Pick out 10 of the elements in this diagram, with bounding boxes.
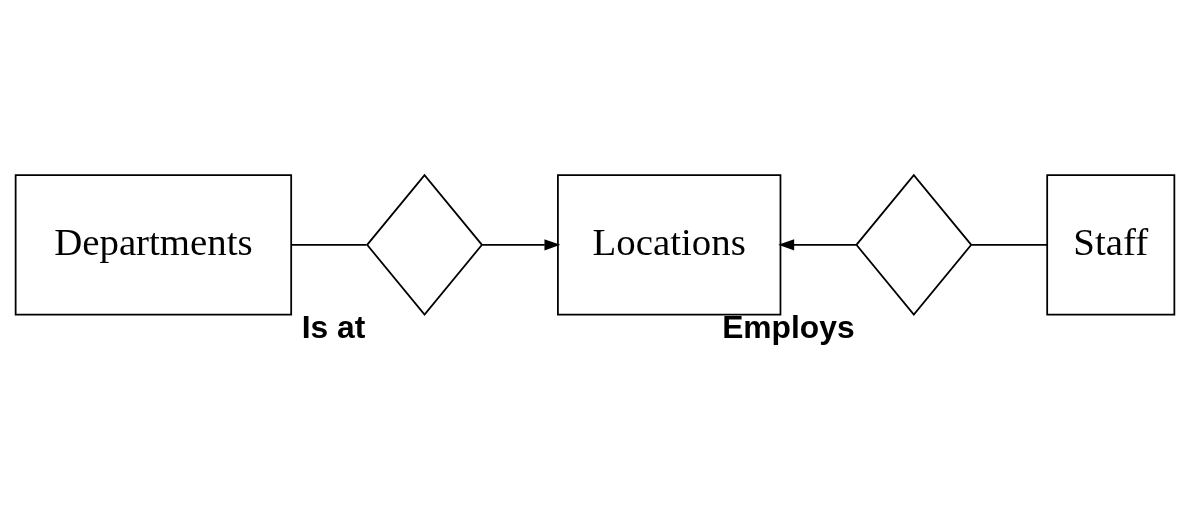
node-box: Departments — [14, 174, 293, 316]
arrow — [778, 239, 858, 251]
node-box: Staff — [1046, 174, 1176, 316]
node-box: Locations — [557, 174, 782, 316]
connector — [970, 243, 1048, 246]
node-diamond — [366, 173, 484, 316]
node-label: Is at — [301, 309, 366, 346]
node-diamond — [855, 173, 973, 316]
connector — [290, 243, 368, 246]
arrow — [481, 239, 561, 251]
